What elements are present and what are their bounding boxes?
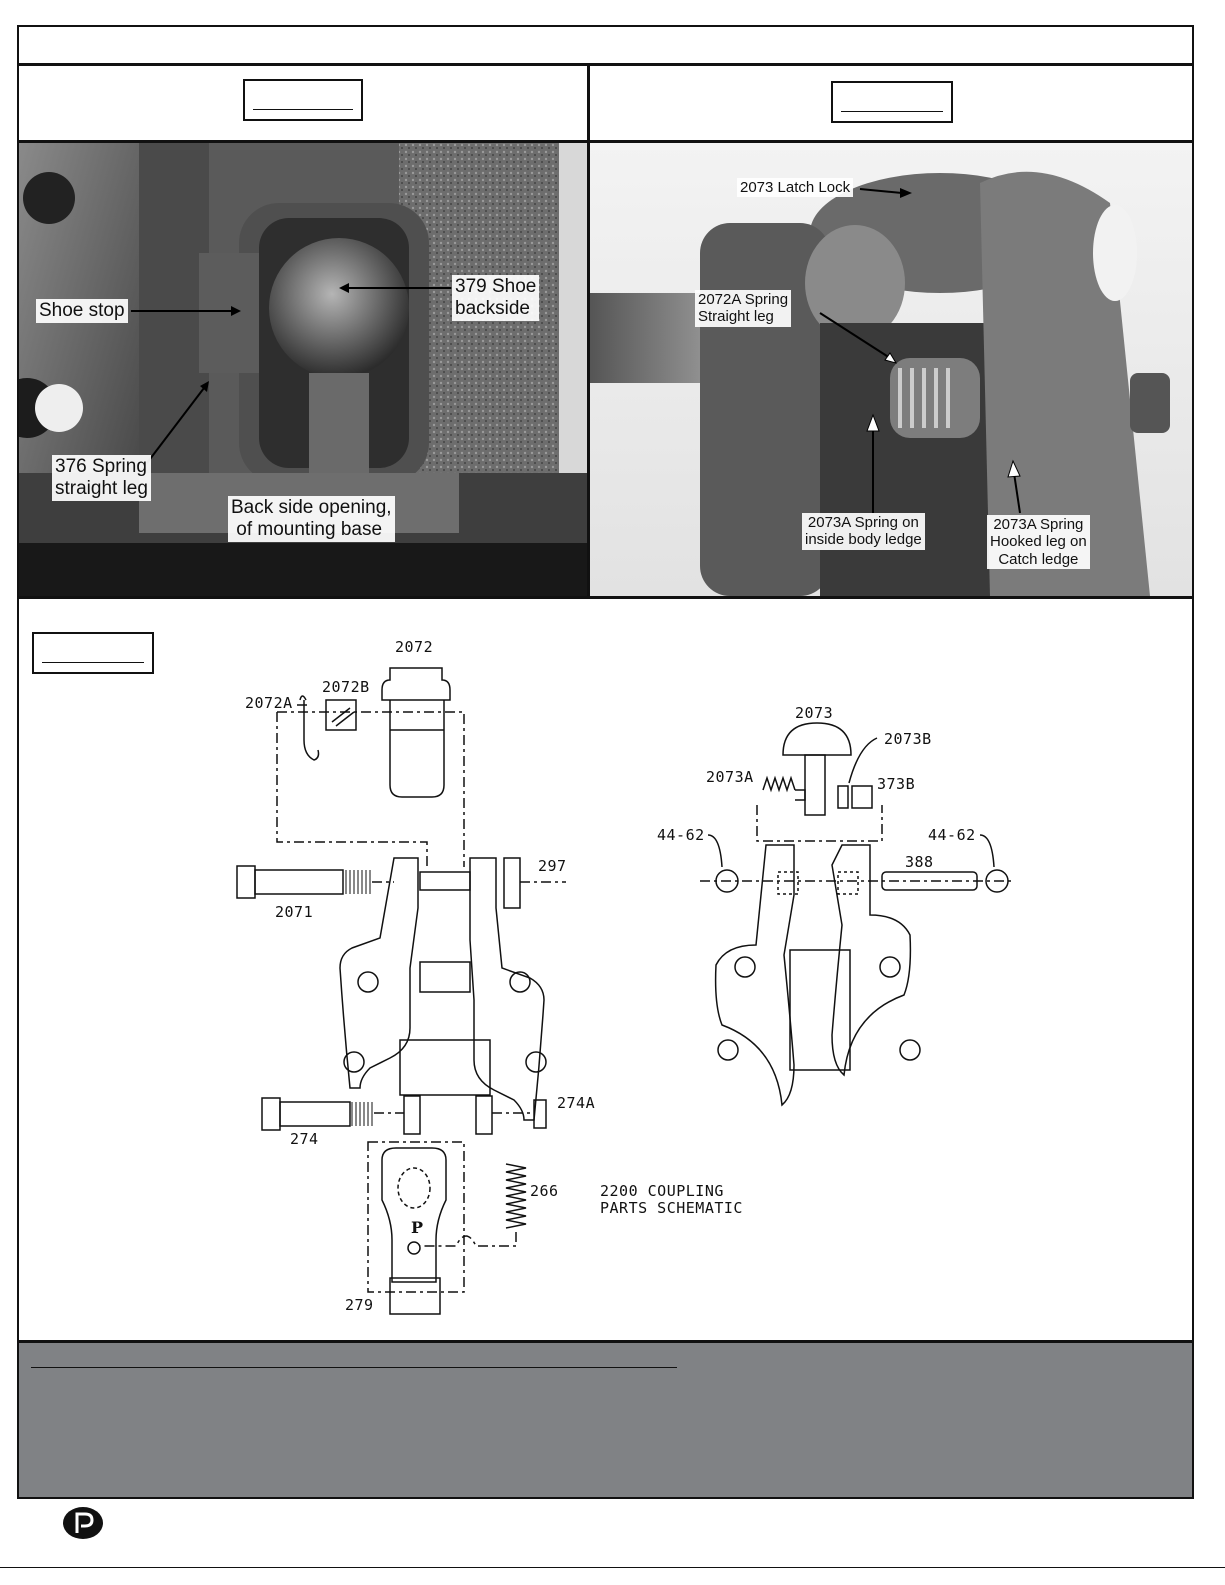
label-2072: 2072	[395, 638, 434, 656]
notes-rule	[31, 1367, 677, 1368]
caption-row-divider	[17, 140, 1194, 143]
brand-logo-icon	[63, 1507, 103, 1539]
schematic-divider	[17, 1340, 1194, 1343]
label-2073b: 2073B	[884, 730, 932, 748]
p-mark-label: P	[411, 1218, 423, 1237]
label-373b: 373B	[877, 775, 916, 793]
photo-shoe-stop	[19, 143, 587, 596]
page-frame	[17, 25, 1194, 1499]
label-279: 279	[345, 1296, 374, 1314]
label-2073: 2073	[795, 704, 834, 722]
figure-label-box-schematic	[32, 632, 154, 674]
callout-2072a-spring: 2072A Spring Straight leg	[695, 290, 792, 327]
schematic-caption-line2: PARTS SCHEMATIC	[600, 1199, 743, 1217]
label-2072b: 2072B	[322, 678, 370, 696]
callout-latch-lock: 2073 Latch Lock	[737, 178, 854, 198]
figure-label-box-right	[831, 81, 953, 123]
label-266: 266	[530, 1182, 559, 1200]
label-44-62-left: 44-62	[657, 826, 705, 844]
notes-panel	[19, 1343, 1192, 1497]
label-388: 388	[905, 853, 934, 871]
label-44-62-right: 44-62	[928, 826, 976, 844]
photo-row-divider	[17, 596, 1194, 599]
label-274a: 274A	[557, 1094, 596, 1112]
callout-back-side-opening: Back side opening, of mounting base	[228, 496, 395, 542]
schematic-caption-line1: 2200 COUPLING	[600, 1182, 724, 1200]
label-2072a: 2072A	[245, 694, 293, 712]
callout-2073a-inside: 2073A Spring on inside body ledge	[802, 513, 925, 550]
header-divider	[17, 63, 1194, 66]
label-2071: 2071	[275, 903, 314, 921]
bottom-rule	[0, 1567, 1225, 1568]
label-297: 297	[538, 857, 567, 875]
callout-2073a-hooked: 2073A Spring Hooked leg on Catch ledge	[987, 515, 1090, 569]
figure-label-box-left	[243, 79, 363, 121]
callout-shoe-backside: 379 Shoe backside	[452, 275, 540, 321]
label-2073a: 2073A	[706, 768, 754, 786]
callout-spring-straight-leg: 376 Spring straight leg	[52, 455, 151, 501]
callout-shoe-stop: Shoe stop	[36, 299, 128, 323]
column-divider	[587, 63, 590, 599]
label-274: 274	[290, 1130, 319, 1148]
